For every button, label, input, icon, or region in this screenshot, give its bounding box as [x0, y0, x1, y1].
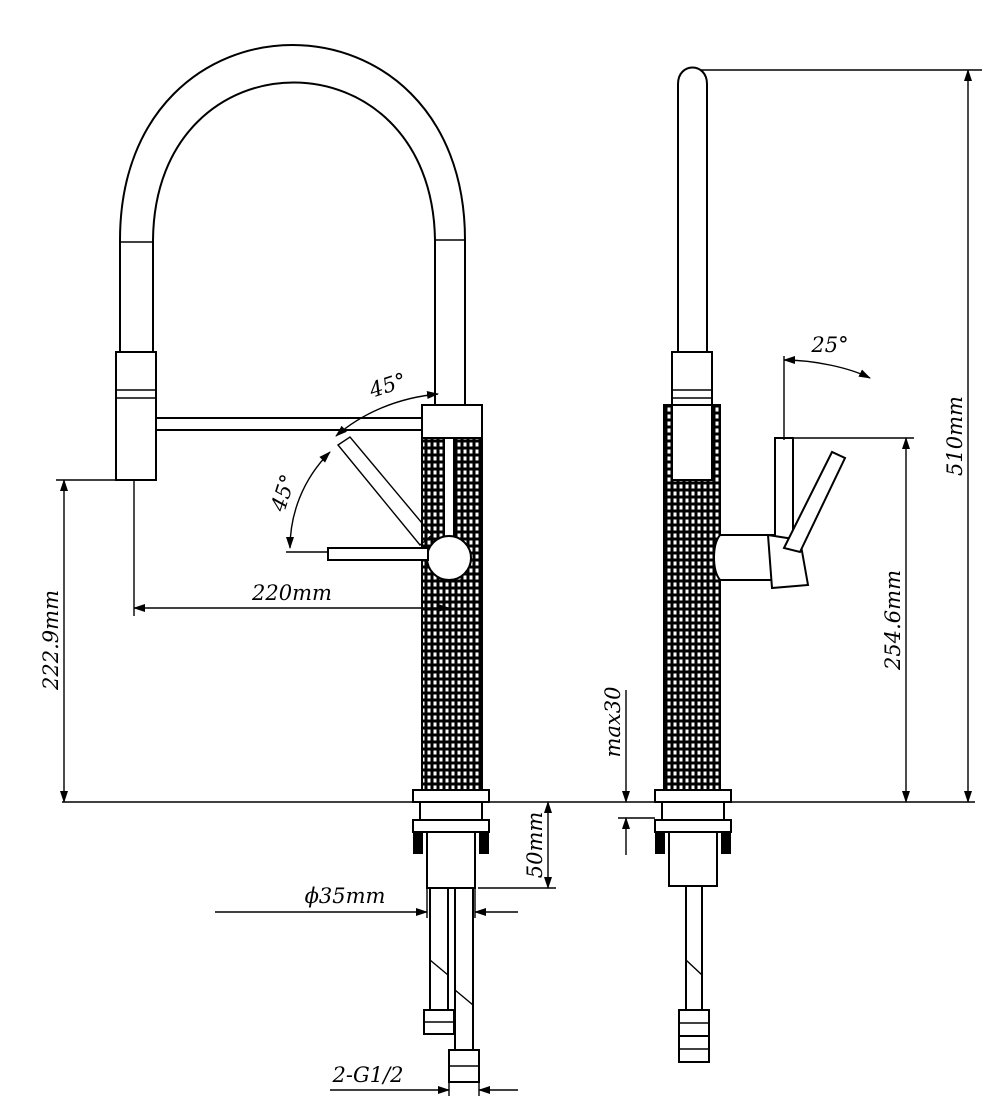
dim-spout-reach: 220mm: [133, 480, 450, 616]
dim-diameter-label: ϕ35mm: [305, 884, 386, 908]
dim-angle-side: 25°: [783, 333, 871, 440]
angle-front-top-label: 45°: [365, 368, 409, 403]
front-hoses: [423, 887, 480, 1083]
side-hose: [678, 885, 710, 1063]
front-view: [115, 44, 490, 1083]
side-lever: [713, 437, 847, 590]
dim-max-thickness-label: max30: [601, 687, 625, 758]
dim-total-height-label: 510mm: [943, 396, 967, 476]
dim-max-thickness: max30: [601, 687, 655, 855]
front-lever-pivot: [426, 535, 472, 581]
front-lever: [327, 436, 433, 561]
front-holder-arm: [155, 417, 425, 431]
front-spray-head: [115, 351, 157, 481]
dim-shank-length: 50mm: [478, 801, 556, 889]
dim-thread-label: 2-G1/2: [331, 1063, 403, 1087]
dim-spout-reach-label: 220mm: [251, 581, 332, 605]
front-base: [412, 789, 490, 889]
dim-thread: 2-G1/2: [330, 1063, 518, 1096]
dim-spout-height: 222.9mm: [39, 479, 116, 803]
dim-shank-length-label: 50mm: [523, 812, 547, 879]
dim-lever-height: 254.6mm: [775, 437, 914, 803]
side-body: [663, 404, 721, 791]
side-base: [654, 789, 732, 887]
angle-side-label: 25°: [810, 333, 848, 357]
front-body: [421, 404, 483, 791]
dim-total-height: 510mm: [700, 69, 982, 803]
dim-lever-height-label: 254.6mm: [881, 570, 905, 671]
side-spout-tube: [677, 66, 708, 352]
front-gooseneck: [119, 44, 466, 405]
dim-diameter: ϕ35mm: [215, 884, 518, 918]
side-view: [654, 66, 847, 1063]
dim-angle-front-side: 45°: [266, 451, 331, 553]
dim-spout-height-label: 222.9mm: [39, 590, 63, 691]
